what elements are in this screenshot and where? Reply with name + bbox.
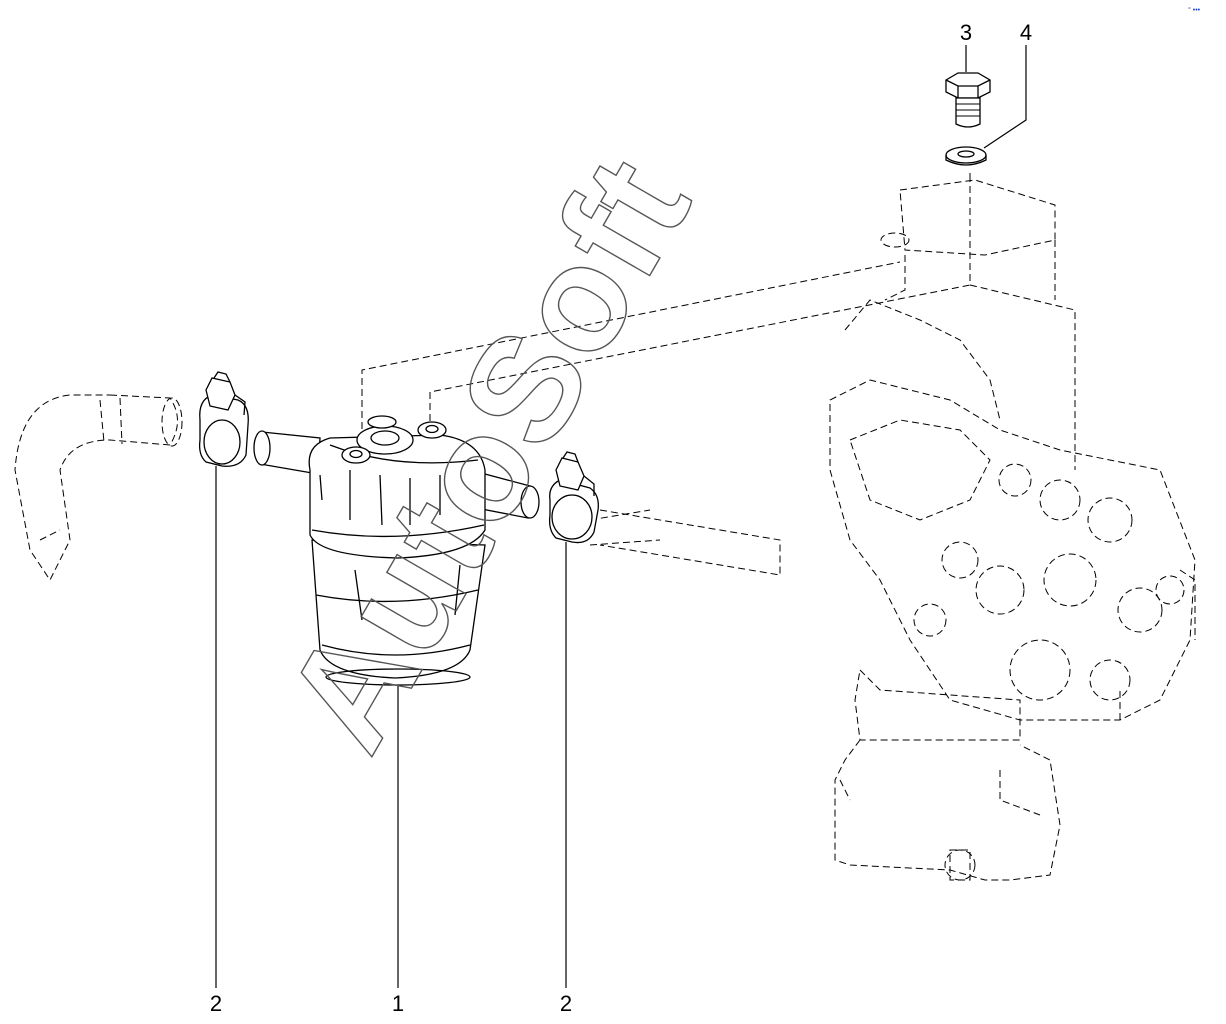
mounting-bolt xyxy=(945,72,991,128)
callout-clamp-right: 2 xyxy=(560,991,572,1016)
callout-bolt: 3 xyxy=(960,20,972,45)
hose-clamp-left xyxy=(198,371,249,467)
corner-mark: ° ••• xyxy=(1188,6,1201,14)
engine-block-outline xyxy=(829,175,1196,881)
hose-clamp-right xyxy=(548,451,599,544)
leader-4 xyxy=(983,45,1027,149)
leader-lines xyxy=(215,45,1027,988)
washer xyxy=(945,146,987,166)
callout-clamp-left: 2 xyxy=(210,991,222,1016)
fuel-filter xyxy=(253,415,540,686)
callout-washer: 4 xyxy=(1020,20,1032,45)
callout-labels: 1 2 2 3 4 xyxy=(210,20,1032,1016)
assembly-guide-lines xyxy=(361,170,971,576)
hose-left xyxy=(14,394,183,581)
callout-filter: 1 xyxy=(392,991,404,1016)
